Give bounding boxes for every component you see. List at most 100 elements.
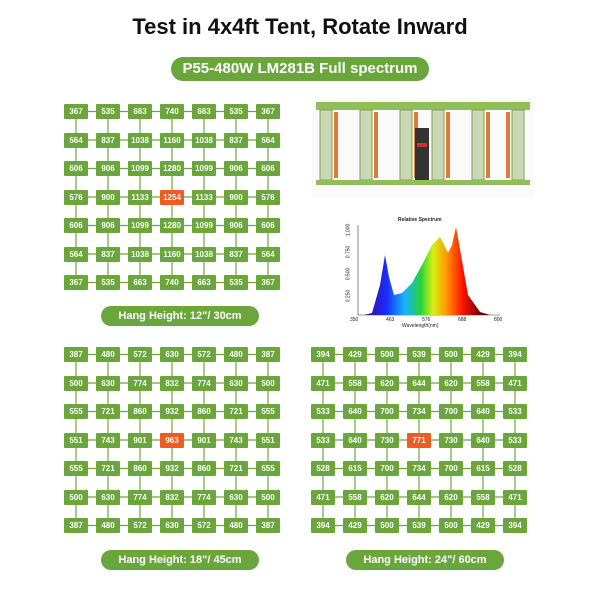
ppfd-cell: 429 [343,347,367,362]
ppfd-cell: 558 [343,375,367,391]
ppfd-cell: 551 [256,432,280,448]
ppfd-cell: 480 [224,347,248,362]
ppfd-cell: 615 [471,461,495,476]
ppfd-cell: 721 [96,404,120,419]
ppfd-cell: 429 [343,518,367,533]
ppfd-cell: 743 [96,432,120,448]
x-tick: 688 [458,317,467,323]
ppfd-cell: 734 [407,461,431,476]
ppfd-cell: 551 [64,432,88,448]
x-tick: 463 [386,317,395,323]
ppfd-cell: 1038 [192,246,216,262]
ppfd-cell: 535 [224,275,248,290]
ppfd-cell: 721 [96,461,120,476]
ppfd-cell: 630 [96,375,120,391]
ppfd-cell: 663 [192,104,216,119]
ppfd-cell: 500 [256,375,280,391]
ppfd-cell: 500 [375,347,399,362]
ppfd-cell: 1133 [192,189,216,205]
ppfd-cell: 429 [471,347,495,362]
ppfd-cell: 367 [256,275,280,290]
x-tick: 800 [494,317,503,323]
ppfd-cell: 900 [96,189,120,205]
ppfd-cell: 564 [64,132,88,148]
ppfd-cell: 774 [128,375,152,391]
ppfd-cell: 730 [439,432,463,448]
spectrum-title: Relative Spectrum [398,217,442,223]
ppfd-cell: 1133 [128,189,152,205]
ppfd-cell: 606 [256,218,280,233]
ppfd-cell: 721 [224,461,248,476]
ppfd-cell: 1160 [160,132,184,148]
ppfd-cell: 740 [160,275,184,290]
ppfd-cell: 721 [224,404,248,419]
ppfd-cell: 900 [224,189,248,205]
ppfd-cell: 394 [311,518,335,533]
ppfd-cell: 663 [192,275,216,290]
ppfd-cell: 564 [64,246,88,262]
ppfd-cell: 1280 [160,218,184,233]
ppfd-cell: 743 [224,432,248,448]
ppfd-cell: 471 [311,489,335,505]
ppfd-cell: 1099 [192,161,216,176]
ppfd-cell: 367 [64,275,88,290]
ppfd-cell: 564 [256,132,280,148]
ppfd-cell: 620 [439,489,463,505]
ppfd-cell: 644 [407,375,431,391]
ppfd-cell: 837 [96,246,120,262]
product-subtitle-badge: P55-480W LM281B Full spectrum [171,57,429,81]
ppfd-cell: 963 [160,432,184,448]
ppfd-cell: 771 [407,432,431,448]
ppfd-cell: 774 [192,375,216,391]
hang-height-label-18in: Hang Height: 18"/ 45cm [101,550,259,570]
ppfd-cell: 533 [311,432,335,448]
grow-light-image [312,98,534,198]
ppfd-cell: 528 [311,461,335,476]
ppfd-cell: 387 [256,518,280,533]
ppfd-cell: 539 [407,518,431,533]
ppfd-cell: 429 [471,518,495,533]
ppfd-cell: 700 [375,404,399,419]
ppfd-cell: 572 [128,518,152,533]
ppfd-cell: 500 [439,347,463,362]
hang-height-label-12in: Hang Height: 12"/ 30cm [101,306,259,326]
ppfd-cell: 1038 [128,132,152,148]
page-title: Test in 4x4ft Tent, Rotate Inward [132,14,468,39]
ppfd-cell: 620 [375,489,399,505]
y-tick: 0.750 [345,245,352,259]
ppfd-cell: 630 [160,347,184,362]
ppfd-cell: 860 [192,461,216,476]
ppfd-cell: 860 [128,404,152,419]
ppfd-cell: 640 [471,404,495,419]
ppfd-cell: 1038 [128,246,152,262]
ppfd-cell: 630 [160,518,184,533]
relative-spectrum-chart: Relative Spectrum Wavelength(nm) 350 463… [340,215,506,330]
ppfd-cell: 535 [96,104,120,119]
ppfd-cell: 630 [96,489,120,505]
ppfd-cell: 606 [64,161,88,176]
ppfd-cell: 700 [439,404,463,419]
ppfd-cell: 555 [256,404,280,419]
ppfd-cell: 535 [224,104,248,119]
ppfd-cell: 533 [311,404,335,419]
ppfd-cell: 606 [64,218,88,233]
ppfd-cell: 906 [224,218,248,233]
ppfd-cell: 906 [96,218,120,233]
y-tick: 0.250 [345,289,352,303]
ppfd-cell: 860 [128,461,152,476]
ppfd-cell: 640 [343,432,367,448]
ppfd-cell: 394 [311,347,335,362]
ppfd-cell: 533 [503,432,527,448]
ppfd-cell: 528 [503,461,527,476]
ppfd-cell: 572 [128,347,152,362]
ppfd-cell: 471 [503,375,527,391]
ppfd-cell: 1160 [160,246,184,262]
y-tick: 1.000 [345,223,352,237]
ppfd-cell: 901 [128,432,152,448]
ppfd-cell: 906 [224,161,248,176]
ppfd-cell: 615 [343,461,367,476]
ppfd-cell: 539 [407,347,431,362]
